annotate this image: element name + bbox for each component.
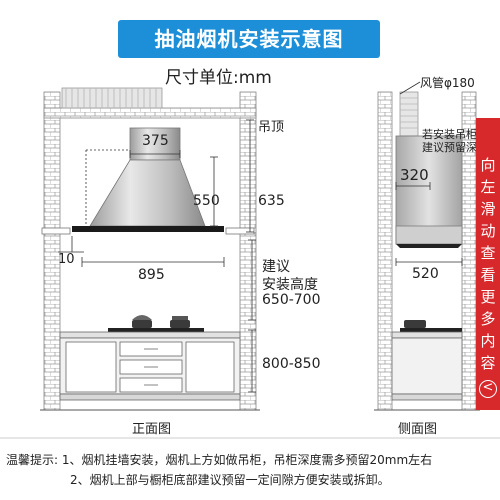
dim-width-top: 375: [142, 133, 169, 149]
tab-char: 更: [480, 288, 496, 306]
install-note-line3: 650-700: [262, 292, 321, 308]
base-cabinet-side: [391, 331, 463, 401]
tab-char: 滑: [480, 200, 496, 218]
base-cabinet-front: [59, 331, 241, 401]
dim-height-upper: 550: [193, 193, 220, 209]
right-shelf: [225, 227, 255, 235]
cooktop-front: [108, 315, 204, 332]
duct-label: 风管φ180: [420, 76, 475, 90]
scroll-more-tab[interactable]: 向 左 滑 动 查 看 更 多 内 容 <: [476, 118, 500, 410]
install-note-line1: 建议: [262, 259, 290, 275]
dim-gap: 10: [58, 252, 75, 267]
dim-depth-bottom: 520: [412, 266, 439, 282]
side-dimensions: [395, 81, 463, 266]
dim-width-bottom: 895: [138, 267, 165, 283]
tab-char: 左: [480, 178, 496, 196]
tab-char: 动: [480, 222, 496, 240]
unit-label: 尺寸单位:mm: [165, 68, 272, 88]
dim-depth-top: 320: [400, 166, 429, 184]
cabinet-note-line1: 若安装吊柜时: [422, 128, 488, 141]
side-wall: [377, 91, 477, 411]
duct-side: [399, 91, 419, 137]
tab-char: 看: [480, 266, 496, 284]
range-hood-side: [395, 135, 463, 248]
page-title: 抽油烟机安装示意图: [118, 20, 380, 58]
cabinet-note-line2: 建议预留深度: [422, 141, 488, 154]
tip-line1: 温馨提示: 1、烟机挂墙安装，烟机上方如做吊柜，吊柜深度需多预留20mm左右: [6, 453, 433, 467]
front-view-caption: 正面图: [132, 422, 172, 437]
front-dimensions: [58, 119, 256, 393]
counter-height: 800-850: [262, 356, 321, 372]
tab-char: 多: [480, 310, 496, 328]
range-hood-front: [72, 127, 224, 232]
side-view-caption: 侧面图: [398, 422, 438, 437]
tab-char: 向: [480, 156, 496, 174]
left-shelf: [41, 227, 71, 235]
chevron-left-icon: <: [479, 380, 497, 398]
duct-front: [61, 87, 163, 109]
ceiling-label: 吊顶: [258, 120, 285, 135]
tab-char: 内: [480, 332, 496, 350]
install-note-line2: 安装高度: [262, 277, 318, 293]
tab-char: 查: [480, 244, 496, 262]
tab-char: 容: [480, 354, 496, 372]
tip-line2: 2、烟机上部与橱柜底部建议预留一定间隙方便安装或拆卸。: [70, 473, 390, 487]
dim-height-total: 635: [258, 193, 285, 209]
cooktop-side: [400, 320, 462, 332]
